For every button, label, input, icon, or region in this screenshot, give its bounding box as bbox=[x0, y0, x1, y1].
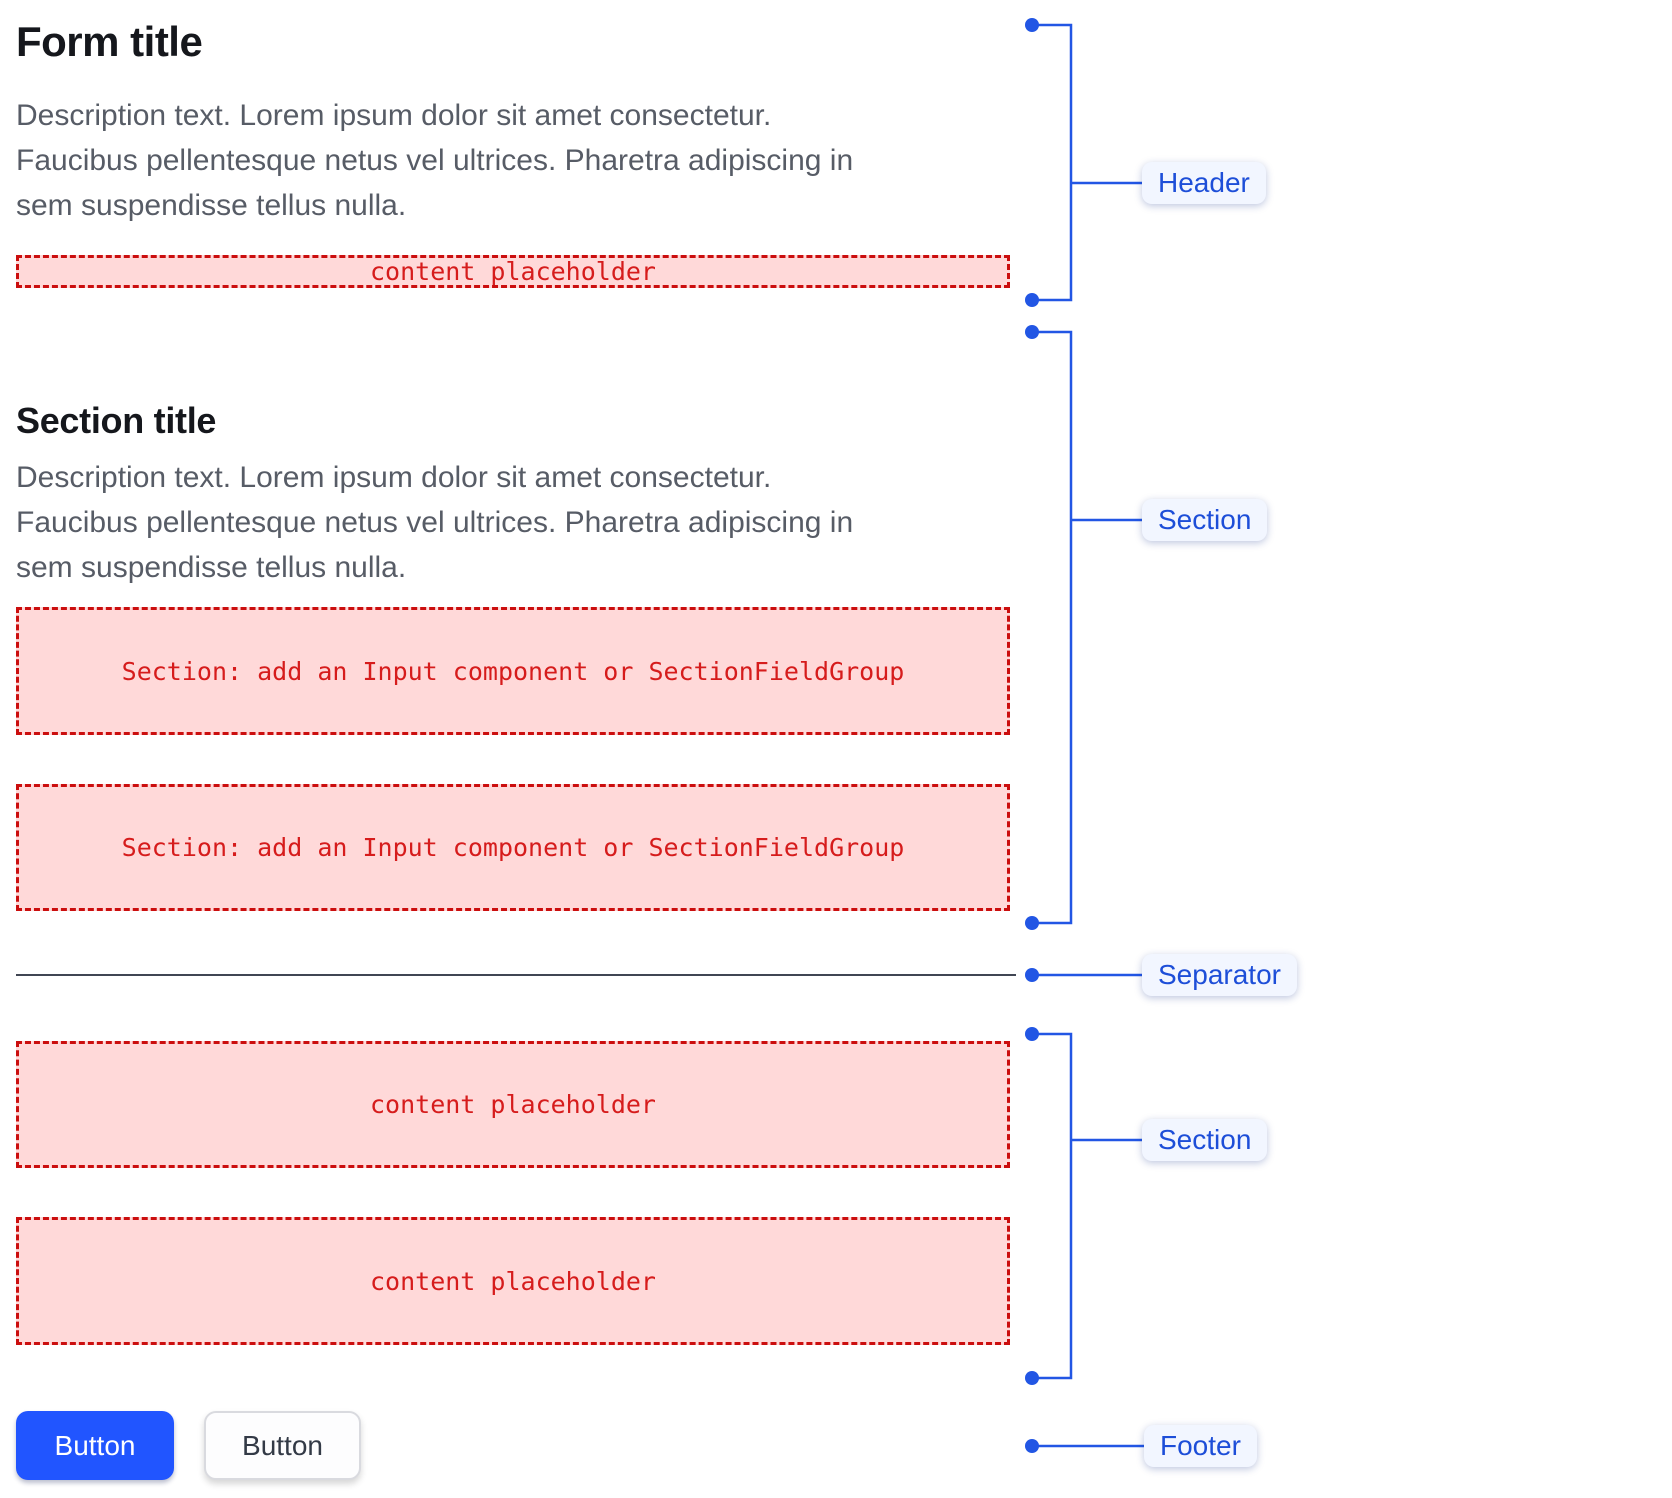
description-line: Description text. Lorem ipsum dolor sit … bbox=[16, 99, 772, 132]
description-line: sem suspendisse tellus nulla. bbox=[16, 189, 407, 222]
section-description: Description text. Lorem ipsum dolor sit … bbox=[16, 455, 853, 590]
primary-button[interactable]: Button bbox=[16, 1411, 174, 1480]
section-title: Section title bbox=[16, 400, 217, 441]
placeholder-text: content placeholder bbox=[370, 1090, 656, 1119]
header-content-placeholder: content placeholder bbox=[16, 255, 1010, 288]
form-title: Form title bbox=[16, 18, 203, 65]
connector-dot bbox=[1025, 916, 1039, 930]
connector-dot bbox=[1025, 1439, 1039, 1453]
connector-dot bbox=[1025, 1371, 1039, 1385]
placeholder-text: Section: add an Input component or Secti… bbox=[121, 656, 905, 686]
annotation-label-footer: Footer bbox=[1144, 1425, 1257, 1467]
section-input-placeholder: Section: add an Input component or Secti… bbox=[16, 607, 1010, 735]
description-line: Faucibus pellentesque netus vel ultrices… bbox=[16, 506, 854, 539]
description-line: Faucibus pellentesque netus vel ultrices… bbox=[16, 144, 854, 177]
connector-dot bbox=[1025, 325, 1039, 339]
placeholder-text: content placeholder bbox=[370, 1266, 656, 1296]
annotation-label-separator: Separator bbox=[1142, 954, 1297, 996]
secondary-button[interactable]: Button bbox=[204, 1411, 361, 1480]
description-line: Description text. Lorem ipsum dolor sit … bbox=[16, 461, 772, 494]
annotation-label-section: Section bbox=[1142, 499, 1268, 541]
content-placeholder: content placeholder bbox=[16, 1041, 1010, 1168]
placeholder-text: content placeholder bbox=[370, 257, 656, 286]
connector-dot bbox=[1025, 968, 1039, 982]
header-bracket bbox=[1033, 23, 1142, 302]
connector-dot bbox=[1025, 18, 1039, 32]
section-input-placeholder: Section: add an Input component or Secti… bbox=[16, 784, 1010, 911]
description-line: sem suspendisse tellus nulla. bbox=[16, 551, 407, 584]
content-placeholder: content placeholder bbox=[16, 1217, 1010, 1345]
annotation-label-header: Header bbox=[1142, 162, 1266, 204]
connector-dot bbox=[1025, 293, 1039, 307]
section2-bracket bbox=[1033, 1032, 1142, 1380]
connector-dot bbox=[1025, 1027, 1039, 1041]
annotation-label-section: Section bbox=[1142, 1119, 1268, 1161]
separator-line bbox=[16, 974, 1016, 976]
placeholder-text: Section: add an Input component or Secti… bbox=[121, 833, 905, 862]
form-description: Description text. Lorem ipsum dolor sit … bbox=[16, 93, 853, 228]
section1-bracket bbox=[1033, 330, 1142, 925]
